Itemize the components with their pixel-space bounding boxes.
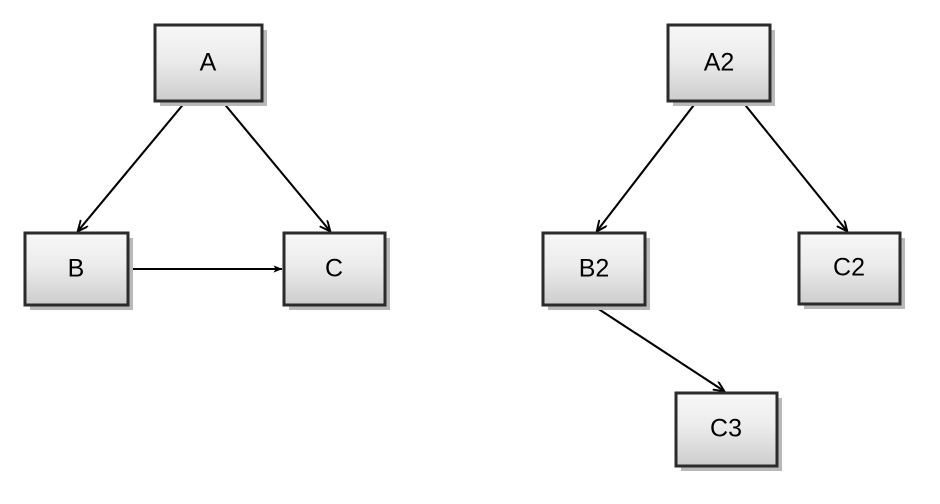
edge-a2-to-c2 <box>741 100 847 231</box>
node-a-box[interactable] <box>153 23 264 103</box>
node-a2[interactable]: A2 <box>666 23 775 106</box>
node-b2-label: B2 <box>579 255 610 283</box>
node-b2[interactable]: B2 <box>541 231 650 310</box>
node-c2-label: C2 <box>833 254 865 282</box>
edge-layer <box>78 100 847 391</box>
node-c-box[interactable] <box>282 231 387 307</box>
node-c3[interactable]: C3 <box>674 391 782 471</box>
node-b[interactable]: B <box>23 231 133 310</box>
edge-b2-to-c3 <box>593 305 724 391</box>
edge-a-to-c <box>221 100 330 231</box>
node-a2-box[interactable] <box>666 23 772 103</box>
node-b-label: B <box>68 255 85 283</box>
node-b-box[interactable] <box>23 231 130 307</box>
node-c2[interactable]: C2 <box>797 231 905 309</box>
node-a-label: A <box>200 49 217 77</box>
node-b2-box[interactable] <box>541 231 647 307</box>
node-c2-box[interactable] <box>797 231 902 306</box>
node-layer: A B C A2 B2 <box>23 23 905 471</box>
node-c3-label: C3 <box>710 415 742 443</box>
edge-a-to-b <box>78 100 187 231</box>
node-a[interactable]: A <box>153 23 267 106</box>
node-c3-box[interactable] <box>674 391 779 468</box>
node-c-label: C <box>325 255 343 283</box>
node-a2-label: A2 <box>704 49 735 77</box>
node-c[interactable]: C <box>282 231 390 310</box>
edge-a2-to-b2 <box>597 100 698 231</box>
